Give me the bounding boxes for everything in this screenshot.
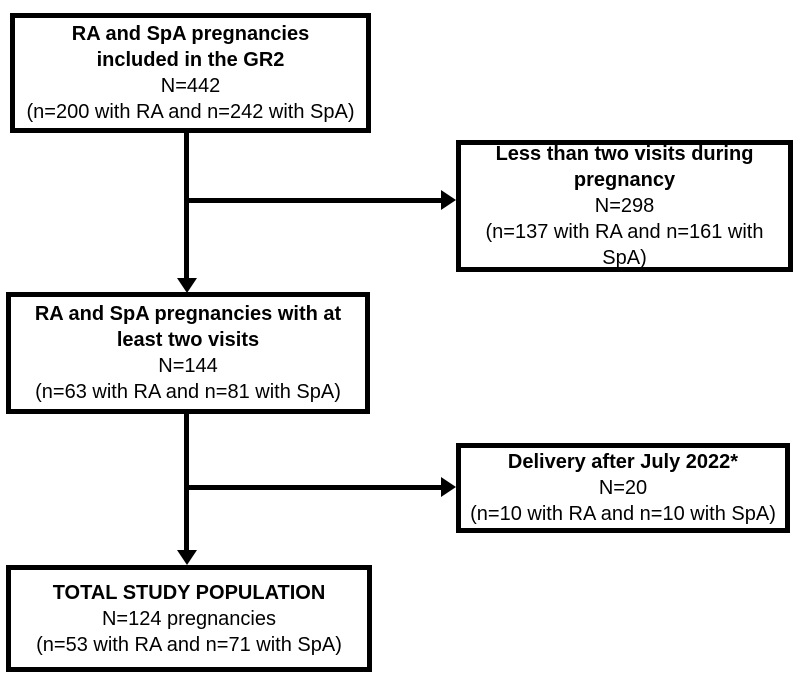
box-gr2-pregnancies: RA and SpA pregnancies included in the G…	[10, 13, 371, 133]
arrow-right-icon	[441, 477, 456, 497]
box-gr2-pregnancies-title: RA and SpA pregnancies included in the G…	[71, 23, 310, 71]
box-at-least-two-visits: RA and SpA pregnancies with at least two…	[6, 292, 370, 414]
arrow-down-icon	[177, 550, 197, 565]
box-delivery-after-july-2022: Delivery after July 2022* N=20 (n=10 wit…	[456, 443, 790, 533]
box-total-study-population-title: TOTAL STUDY POPULATION	[52, 581, 326, 604]
box-less-than-two-visits-body: N=298 (n=137 with RA and n=161 with SpA)	[485, 195, 764, 269]
box-at-least-two-visits-body: N=144 (n=63 with RA and n=81 with SpA)	[35, 355, 341, 403]
connector-mid-to-bottom-line	[184, 414, 189, 552]
box-delivery-after-july-2022-title: Delivery after July 2022*	[507, 451, 739, 473]
arrow-down-icon	[177, 278, 197, 293]
box-less-than-two-visits-title: Less than two visits during pregnancy	[495, 143, 754, 191]
connector-branch-to-delivery-line	[186, 485, 444, 490]
box-less-than-two-visits: Less than two visits during pregnancy N=…	[456, 140, 793, 272]
box-total-study-population: TOTAL STUDY POPULATION N=124 pregnancies…	[6, 565, 372, 672]
box-delivery-after-july-2022-body: N=20 (n=10 with RA and n=10 with SpA)	[470, 477, 776, 525]
connector-top-to-mid-line	[184, 133, 189, 279]
box-at-least-two-visits-title: RA and SpA pregnancies with at least two…	[34, 303, 342, 351]
box-gr2-pregnancies-body: N=442 (n=200 with RA and n=242 with SpA)	[26, 75, 355, 123]
connector-branch-to-less-than-two-visits-line	[186, 198, 444, 203]
box-total-study-population-body: N=124 pregnancies (n=53 with RA and n=71…	[36, 607, 342, 656]
arrow-right-icon	[441, 190, 456, 210]
